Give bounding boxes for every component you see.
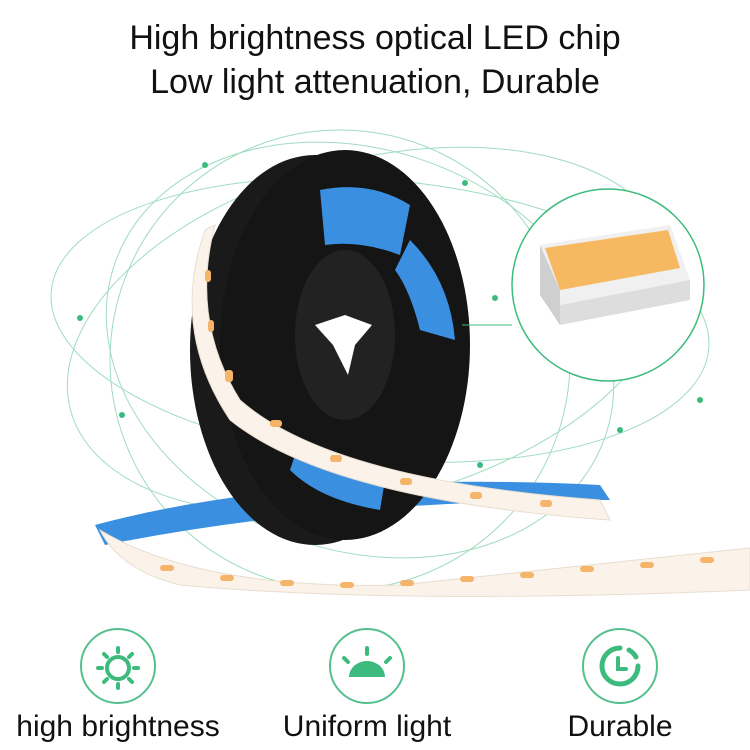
network-dots [77,162,703,468]
clock-icon [582,628,658,704]
feature-durable: Durable [510,628,730,744]
dome-light-icon [329,628,405,704]
feature-label: Durable [567,710,673,743]
hub-hole [315,315,372,375]
sun-icon [80,628,156,704]
feature-label: Uniform light [282,710,452,743]
feature-uniform-light: Uniform light [257,628,477,744]
strip-bottom [98,528,750,597]
led-chip [540,225,690,325]
strip-leds [160,557,714,588]
headline-line-2: Low light attenuation, Durable [150,63,600,101]
feature-label: high brightness [16,710,220,743]
feature-high-brightness: high brightness [8,628,228,744]
headline-line-1: High brightness optical LED chip [129,19,621,57]
